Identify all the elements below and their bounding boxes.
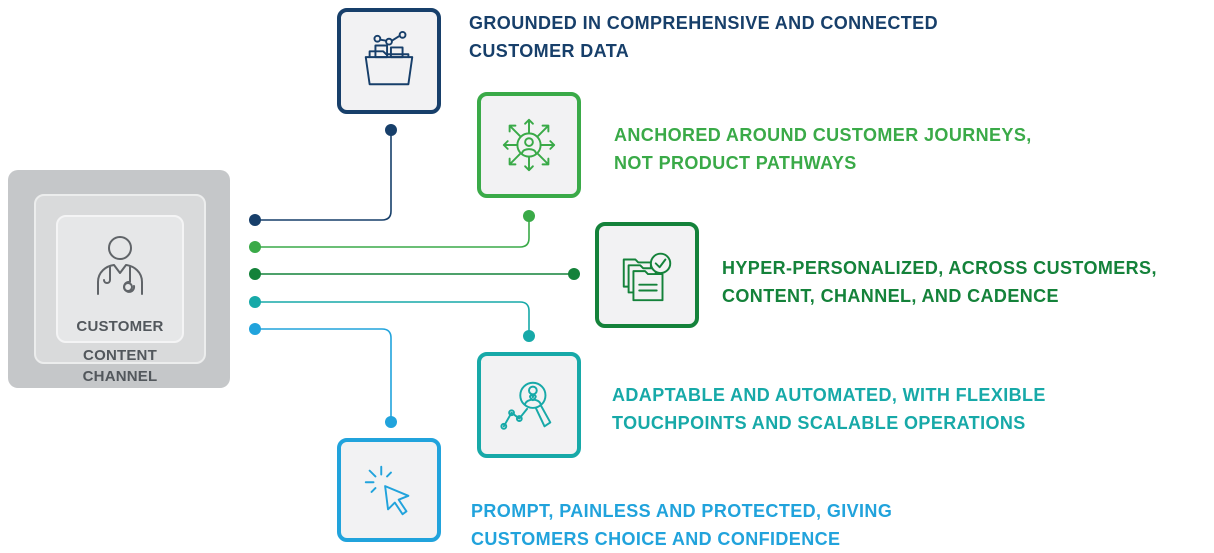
person-network-icon — [502, 118, 556, 172]
connector-1-start-dot — [249, 214, 261, 226]
principle-4-caption: ADAPTABLE AND AUTOMATED, WITH FLEXIBLE T… — [612, 381, 1046, 437]
principle-3-line-1: HYPER-PERSONALIZED, ACROSS CUSTOMERS, — [722, 258, 1157, 278]
cursor-click-icon — [364, 465, 410, 516]
content-label: CONTENT — [83, 347, 157, 364]
connector-5-end-dot — [385, 416, 397, 428]
principle-2-line-1: ANCHORED AROUND CUSTOMER JOURNEYS, — [614, 125, 1032, 145]
connector-5-start-dot — [249, 323, 261, 335]
connector-5 — [255, 328, 392, 422]
principle-4-line-2: TOUCHPOINTS AND SCALABLE OPERATIONS — [612, 413, 1026, 433]
principle-5-line-1: PROMPT, PAINLESS AND PROTECTED, GIVING — [471, 501, 893, 521]
principle-5-line-2: CUSTOMERS CHOICE AND CONFIDENCE — [471, 529, 841, 549]
connector-4-start-dot — [249, 296, 261, 308]
folders-check-icon — [622, 252, 672, 302]
principle-1-line-2: CUSTOMER DATA — [469, 41, 630, 61]
principle-4-icon-box — [477, 352, 581, 458]
principle-1-caption: GROUNDED IN COMPREHENSIVE AND CONNECTED … — [469, 9, 938, 65]
person-search-chart-icon — [500, 381, 552, 430]
principle-1-line-1: GROUNDED IN COMPREHENSIVE AND CONNECTED — [469, 13, 938, 33]
channel-label: CHANNEL — [82, 368, 158, 385]
connector-1-end-dot — [385, 124, 397, 136]
connector-4-end-dot — [523, 330, 535, 342]
principle-2-line-2: NOT PRODUCT PATHWAYS — [614, 153, 857, 173]
principle-3-line-2: CONTENT, CHANNEL, AND CADENCE — [722, 286, 1059, 306]
customer-label: CUSTOMER — [76, 318, 164, 335]
principle-2-icon-box — [477, 92, 581, 198]
principle-5-icon-box — [337, 438, 441, 542]
principle-5-caption: PROMPT, PAINLESS AND PROTECTED, GIVING C… — [471, 497, 892, 553]
connector-2-start-dot — [249, 241, 261, 253]
principle-1-icon-box — [337, 8, 441, 114]
principle-3-caption: HYPER-PERSONALIZED, ACROSS CUSTOMERS, CO… — [722, 254, 1157, 310]
connector-1 — [255, 130, 392, 221]
principle-4-line-1: ADAPTABLE AND AUTOMATED, WITH FLEXIBLE — [612, 385, 1046, 405]
connector-4 — [255, 301, 530, 336]
connector-2-end-dot — [523, 210, 535, 222]
connector-3-start-dot — [249, 268, 261, 280]
principle-2-caption: ANCHORED AROUND CUSTOMER JOURNEYS, NOT P… — [614, 121, 1032, 177]
data-folder-icon — [364, 30, 414, 86]
doctor-icon — [97, 236, 143, 295]
principle-3-icon-box — [595, 222, 699, 328]
connector-3-end-dot — [568, 268, 580, 280]
connector-2 — [255, 216, 530, 248]
